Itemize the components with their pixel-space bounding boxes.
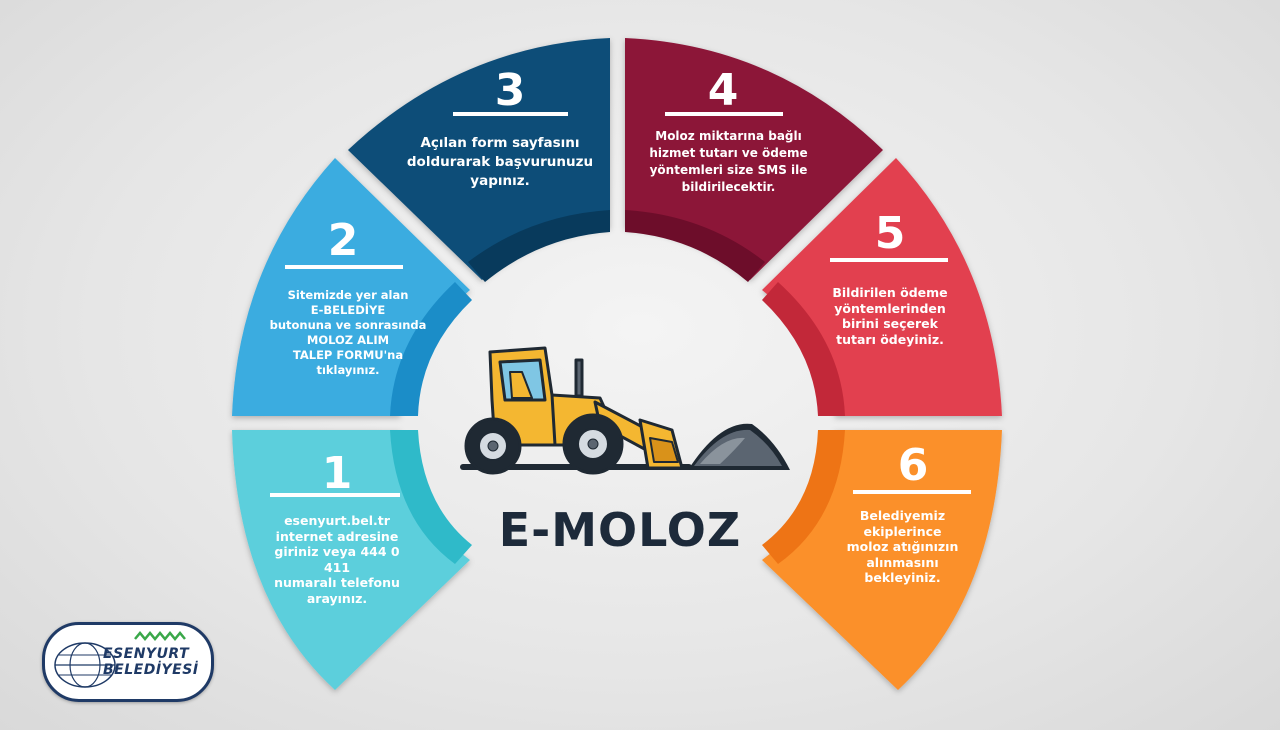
- step-5-line: yöntemlerinden: [834, 300, 946, 316]
- esenyurt-logo: ESENYURT BELEDİYESİ: [42, 622, 214, 702]
- step-1-line: numaralı telefonu: [274, 575, 400, 590]
- step-1-text: esenyurt.bel.tr internet adresine girini…: [262, 513, 412, 606]
- step-3-text: Açılan form sayfasını doldurarak başvuru…: [400, 134, 600, 191]
- step-1-line: arayınız.: [306, 590, 368, 606]
- step-6-inner-band: [762, 430, 845, 564]
- step-5-line: tutarı ödeyiniz.: [836, 331, 944, 347]
- rubble-pile-icon: [688, 423, 790, 470]
- loader-vehicle-icon: [460, 346, 692, 475]
- step-4-underline: [665, 112, 783, 116]
- step-3-line: doldurarak başvurunuzu: [406, 154, 594, 170]
- step-5-segment: [762, 158, 1002, 416]
- step-3-shape: [348, 38, 610, 280]
- step-6-text: Belediyemiz ekiplerince moloz atığınızın…: [830, 508, 975, 586]
- step-1-inner-band: [390, 430, 472, 564]
- step-4-line: yöntemleri size SMS ile: [649, 163, 808, 177]
- step-2-underline: [285, 265, 403, 269]
- step-2-line: butonuna ve sonrasında: [269, 318, 427, 332]
- step-2-line: MOLOZ ALIM: [306, 333, 390, 347]
- step-4-inner-band: [625, 210, 765, 282]
- step-6-line: Belediyemiz: [859, 508, 946, 523]
- step-2-segment: [232, 158, 472, 416]
- step-4-shape: [625, 38, 883, 280]
- step-1-line: esenyurt.bel.tr: [284, 513, 390, 528]
- step-5-number: 5: [875, 208, 906, 259]
- step-5-line: birini seçerek: [842, 316, 938, 331]
- step-1-line: giriniz veya 444 0 411: [274, 544, 400, 575]
- step-1-underline: [270, 493, 400, 497]
- step-6-line: ekiplerince: [863, 523, 942, 539]
- page-title: E-MOLOZ: [498, 503, 742, 557]
- step-6-line: bekleyiniz.: [864, 570, 941, 585]
- globe-icon: [54, 631, 186, 688]
- step-5-text: Bildirilen ödeme yöntemlerinden birini s…: [820, 285, 960, 347]
- logo-line-2: BELEDİYESİ: [103, 662, 199, 678]
- step-6-line: alınmasını: [866, 554, 939, 570]
- step-5-underline: [830, 258, 948, 262]
- step-4-line: Moloz miktarına bağlı: [655, 129, 802, 143]
- step-4-line: hizmet tutarı ve ödeme: [649, 146, 808, 160]
- step-6-segment: [762, 430, 1002, 690]
- step-2-line: tıklayınız.: [316, 363, 380, 377]
- step-5-inner-band: [762, 282, 845, 416]
- step-5-line: Bildirilen ödeme: [832, 285, 948, 300]
- step-4-text: Moloz miktarına bağlı hizmet tutarı ve ö…: [636, 128, 821, 196]
- step-1-number: 1: [322, 448, 353, 499]
- step-6-underline: [853, 490, 971, 494]
- step-3-line: yapınız.: [470, 173, 530, 189]
- step-3-number: 3: [495, 65, 526, 116]
- step-2-line: E-BELEDİYE: [310, 303, 386, 317]
- step-3-line: Açılan form sayfasını: [420, 135, 580, 151]
- logo-line-1: ESENYURT: [103, 646, 190, 662]
- step-2-line: Sitemizde yer alan: [287, 288, 409, 302]
- step-2-inner-band: [390, 282, 472, 416]
- step-3-underline: [453, 112, 568, 116]
- step-6-line: moloz atığınızın: [846, 539, 959, 554]
- step-4-line: bildirilecektir.: [681, 180, 776, 194]
- step-4-segment: [625, 38, 883, 282]
- step-3-segment: [348, 38, 610, 282]
- step-6-number: 6: [898, 440, 929, 491]
- step-4-number: 4: [708, 65, 739, 116]
- step-2-text: Sitemizde yer alan E-BELEDİYE butonuna v…: [268, 288, 428, 378]
- step-1-line: internet adresine: [275, 528, 399, 544]
- step-2-number: 2: [328, 215, 359, 266]
- step-3-inner-band: [468, 210, 610, 282]
- step-2-line: TALEP FORMU'na: [292, 348, 404, 362]
